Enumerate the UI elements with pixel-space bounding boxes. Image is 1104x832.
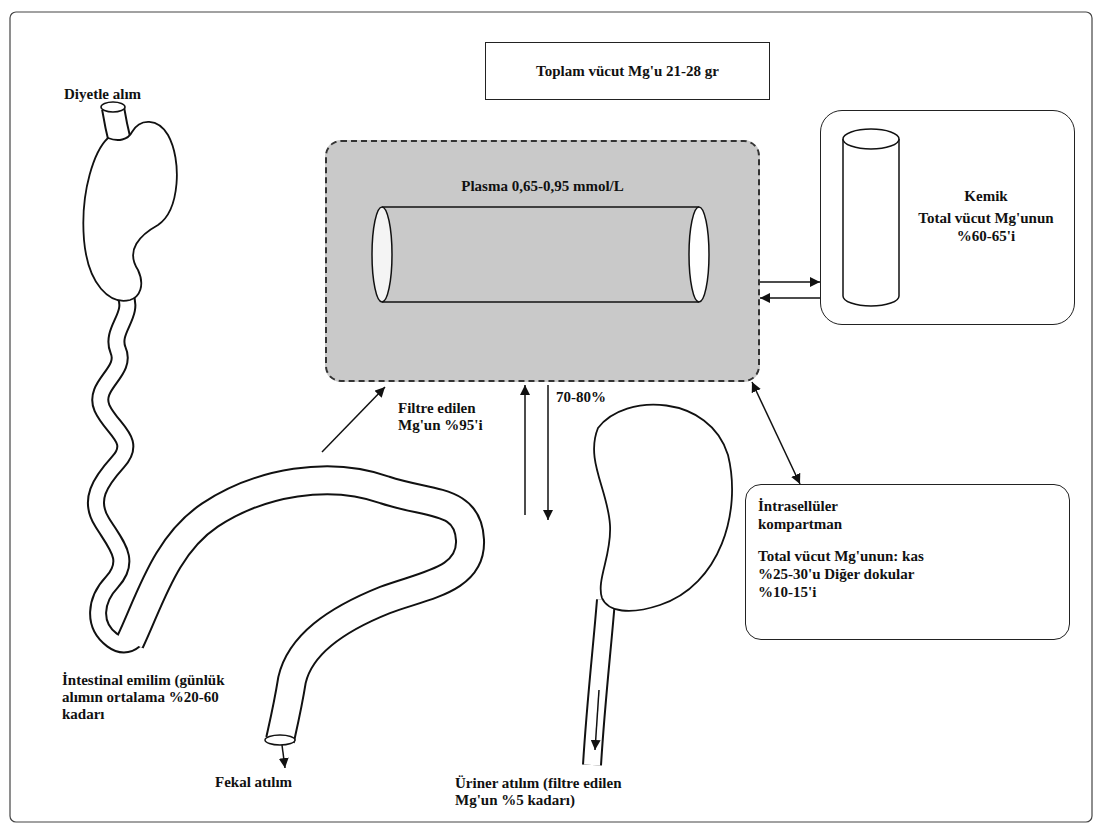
text-group: İntrasellüler kompartmanTotal vücut Mg'u…: [758, 497, 1057, 601]
fecal-arrow: [282, 745, 285, 768]
stomach: [83, 122, 177, 301]
node-heading: İntrasellüler kompartman: [758, 497, 908, 533]
exchange-arrow: [760, 281, 820, 283]
esophagus-end: [101, 102, 125, 112]
ureter-outline: [592, 600, 606, 765]
node-heading: Plasma 0,65-0,95 mmol/L: [337, 177, 748, 195]
drawing-line: [382, 301, 699, 303]
text-group: KemikTotal vücut Mg'unun %60-65'i: [906, 187, 1066, 245]
drawing-ellipse: [689, 207, 709, 302]
reabsorption-arrow: [524, 385, 526, 515]
node-body: Total vücut Mg'unun: kas %25-30'u Diğer …: [758, 547, 936, 601]
outer-frame: [10, 12, 1092, 822]
filtration-label: Filtre edilen Mg'un %95'i: [398, 400, 513, 434]
percent-label: 70-80%: [556, 389, 626, 406]
absorption-label: İntestinal emilim (günlük alımın ortalam…: [62, 672, 242, 723]
bone-compartment: KemikTotal vücut Mg'unun %60-65'i: [820, 110, 1075, 325]
drawing-path: [113, 108, 120, 142]
fecal-label: Fekal atılım: [215, 774, 335, 791]
node-heading: Kemik: [906, 187, 1066, 205]
node-body: Total vücut Mg'unun %60-65'i: [906, 209, 1066, 245]
exchange-arrow: [760, 297, 820, 299]
text-group: Plasma 0,65-0,95 mmol/L: [337, 177, 748, 195]
ureter-lumen: [592, 600, 606, 765]
intracellular-compartment: İntrasellüler kompartmanTotal vücut Mg'u…: [745, 484, 1070, 640]
exchange-arrow: [752, 382, 800, 484]
title-box: Toplam vücut Mg'u 21-28 gr: [485, 42, 770, 100]
filtration-arrow: [547, 385, 549, 520]
plasma-compartment: Plasma 0,65-0,95 mmol/L: [325, 140, 760, 382]
drawing-ellipse: [372, 207, 392, 302]
drawing-path: [843, 139, 899, 306]
drawing-path: [96, 295, 135, 645]
kidney: [594, 405, 732, 611]
drawing-path: [96, 295, 135, 645]
drawing-line: [382, 206, 699, 208]
drawing-path: [113, 108, 120, 142]
absorption-arrow: [322, 387, 385, 452]
intake-label: Diyetle alım: [64, 86, 214, 103]
title-text: Toplam vücut Mg'u 21-28 gr: [536, 62, 719, 80]
anus-end: [265, 735, 295, 745]
urine-arrow: [595, 690, 599, 750]
urinary-label: Üriner atılım (filtre edilen Mg'un %5 ka…: [455, 775, 660, 809]
drawing-ellipse: [843, 129, 899, 149]
